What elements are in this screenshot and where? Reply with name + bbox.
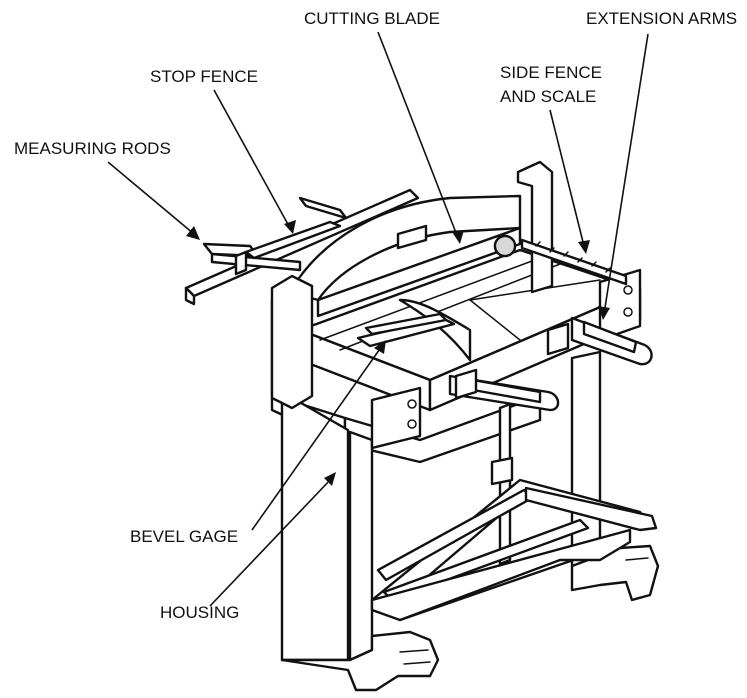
label-extension-arms: EXTENSION ARMS bbox=[586, 9, 737, 28]
label-cutting-blade: CUTTING BLADE bbox=[304, 9, 440, 28]
leader-cutting-blade bbox=[377, 31, 459, 239]
left-front-leg bbox=[280, 390, 440, 692]
label-side-fence-line2: AND SCALE bbox=[500, 87, 596, 106]
arrowhead-stop-fence bbox=[284, 220, 296, 234]
arrowhead-bevel-gage bbox=[374, 340, 386, 354]
arrowhead-extension-arms bbox=[598, 306, 610, 320]
arrowhead-cutting-blade bbox=[452, 230, 464, 244]
callout-labels: CUTTING BLADE EXTENSION ARMS STOP FENCE … bbox=[14, 9, 737, 622]
arrowhead-housing bbox=[324, 472, 336, 486]
leader-extension-arms bbox=[603, 33, 649, 315]
label-measuring-rods: MEASURING RODS bbox=[14, 139, 171, 158]
stop-fence-assembly bbox=[184, 188, 420, 306]
label-bevel-gage: BEVEL GAGE bbox=[130, 527, 238, 546]
squaring-shear-machine bbox=[184, 160, 660, 692]
arrowhead-side-fence bbox=[578, 240, 590, 254]
bottom-rack bbox=[370, 478, 658, 622]
leader-measuring-rods bbox=[107, 161, 195, 235]
right-rear-leg bbox=[570, 350, 660, 602]
label-side-fence-line1: SIDE FENCE bbox=[500, 63, 602, 82]
right-housing-column bbox=[516, 160, 642, 342]
leader-stop-fence bbox=[213, 89, 291, 229]
leader-housing bbox=[209, 477, 333, 607]
left-housing-column bbox=[270, 274, 422, 450]
leader-bevel-gage bbox=[251, 345, 383, 531]
arrowhead-measuring-rods bbox=[186, 226, 200, 240]
label-housing: HOUSING bbox=[160, 603, 239, 622]
bevel-gage bbox=[356, 312, 456, 348]
cutting-blade-arch bbox=[288, 194, 522, 362]
leader-lines bbox=[107, 31, 649, 607]
side-fence-and-scale bbox=[520, 238, 628, 286]
label-stop-fence: STOP FENCE bbox=[150, 67, 258, 86]
leader-side-fence bbox=[549, 109, 585, 247]
center-column bbox=[490, 402, 514, 566]
extension-arms bbox=[448, 316, 653, 412]
